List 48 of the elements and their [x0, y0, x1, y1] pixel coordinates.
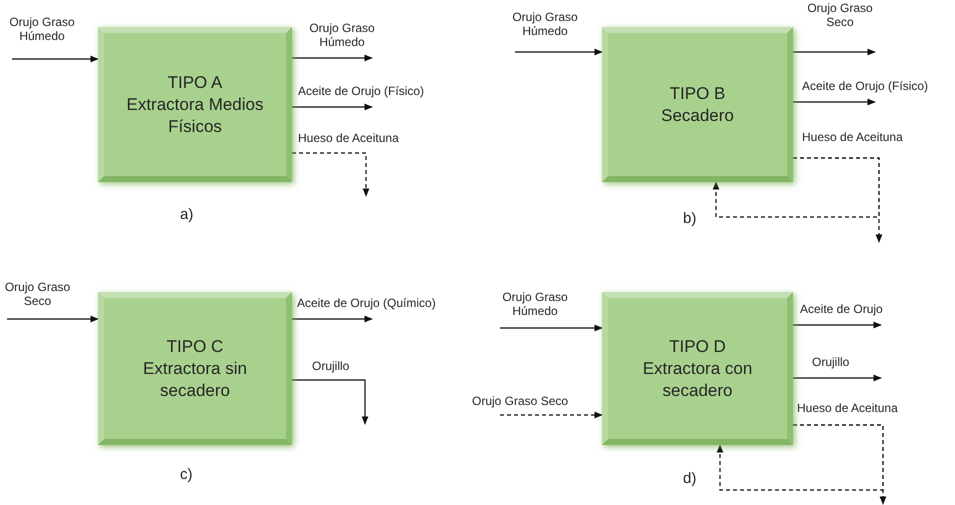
panel-caption: b) [683, 210, 696, 228]
process-box [602, 292, 793, 445]
arrow [7, 316, 99, 322]
edge-label: Aceite de Orujo [800, 302, 884, 316]
edge-label: Aceite de Orujo (Físico) [298, 84, 426, 98]
box-heading: TIPO C [166, 336, 224, 358]
panel-caption: d) [683, 470, 696, 488]
box-text: Extractora con secadero [642, 358, 754, 402]
panel-caption: c) [180, 466, 192, 484]
process-box [98, 27, 292, 182]
dashed-arrow [712, 157, 880, 218]
dashed-arrow [716, 424, 884, 491]
edge-label: Hueso de Aceituna [298, 131, 400, 145]
arrow [12, 56, 99, 62]
edge-label: Orujo Graso Seco [806, 1, 874, 29]
arrow [515, 48, 603, 56]
arrow [793, 48, 876, 56]
edge-label: Orujo Graso Seco [4, 280, 72, 308]
panel-caption: a) [180, 206, 194, 224]
edge-label: Orujo Graso Húmedo [8, 15, 76, 43]
box-heading: TIPO D [669, 336, 726, 358]
process-box [602, 27, 793, 182]
box-text: Extractora Medios Físicos [126, 94, 264, 138]
arrow [793, 98, 876, 106]
arrow [793, 374, 882, 382]
edge-label: Orujillo [812, 355, 850, 369]
edge-label: Orujo Graso Húmedo [308, 21, 376, 49]
edge-label: Hueso de Aceituna [797, 401, 899, 415]
edge-label: Orujo Graso Húmedo [511, 10, 579, 38]
edge-label: Orujo Graso Húmedo [501, 290, 569, 318]
process-box [98, 292, 292, 445]
box-heading: TIPO A [168, 72, 222, 94]
box-text: Secadero [661, 104, 734, 126]
arrow [292, 316, 373, 322]
arrow [500, 324, 603, 332]
edge-label: Aceite de Orujo (Físico) [802, 79, 930, 93]
edge-label: Aceite de Orujo (Químico) [297, 296, 437, 310]
arrow [292, 54, 373, 62]
arrow [292, 104, 373, 110]
edge-label: Orujillo [312, 359, 350, 373]
box-text: Extractora sin secadero [142, 358, 248, 402]
arrow [793, 322, 882, 328]
dashed-arrow [292, 152, 370, 197]
edge-label: Orujo Graso Seco [472, 394, 570, 408]
dashed-arrow [500, 412, 603, 418]
box-heading: TIPO B [670, 82, 726, 104]
arrow [292, 379, 368, 425]
edge-label: Hueso de Aceituna [802, 130, 904, 144]
